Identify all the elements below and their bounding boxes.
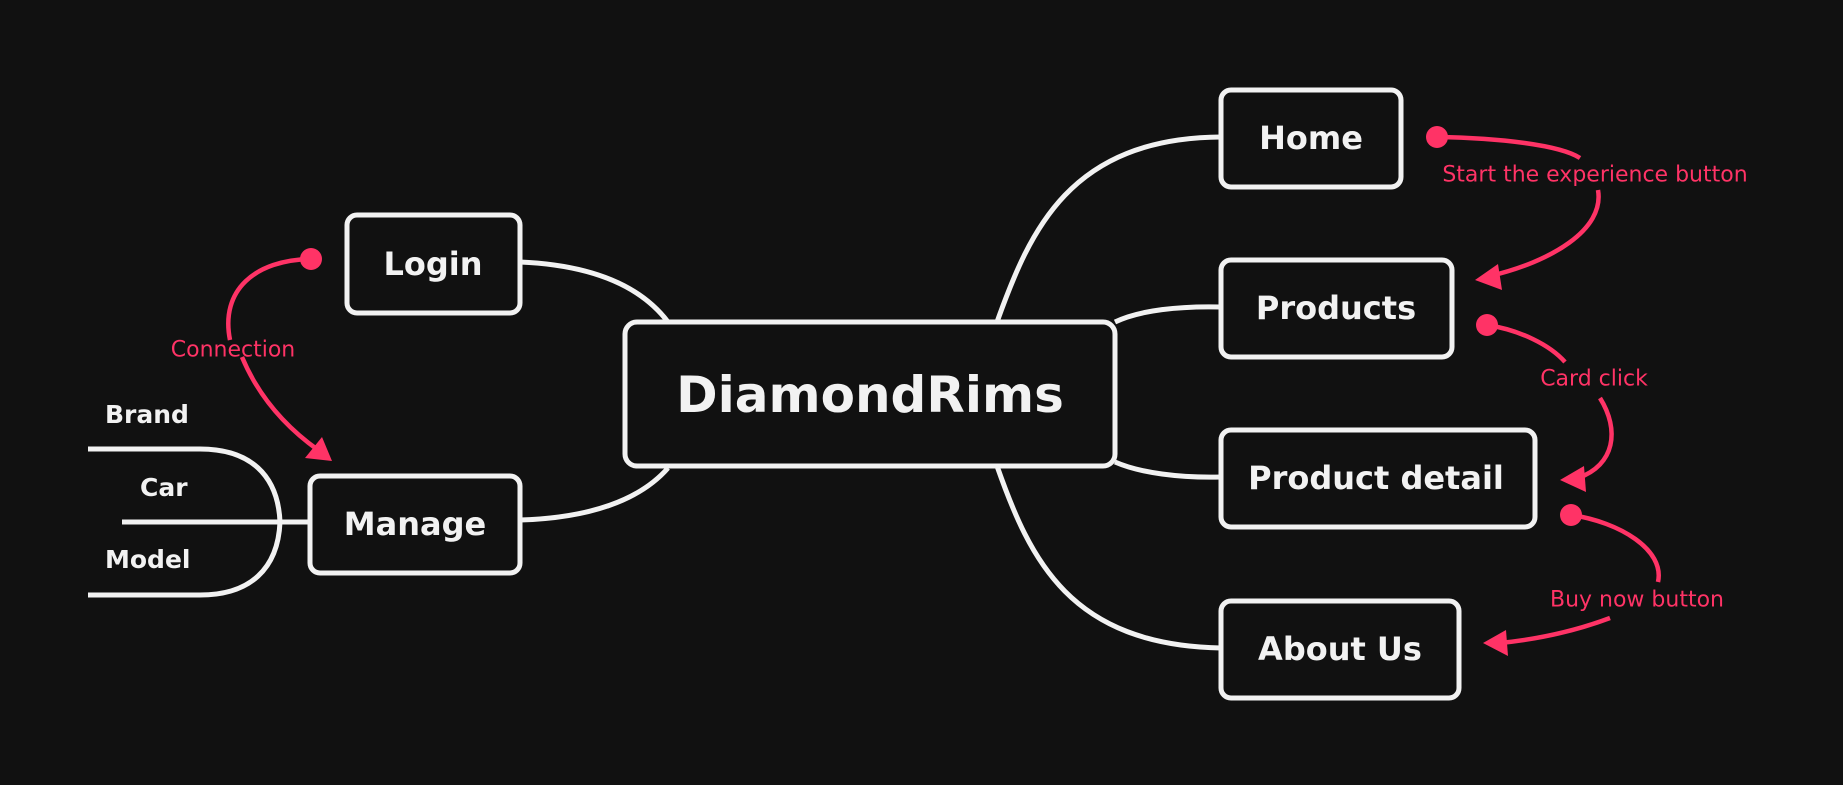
annotation-label-start-button: Start the experience button xyxy=(1442,163,1747,188)
node-home[interactable]: Home xyxy=(1218,87,1404,190)
annotation-arrow-buy-now xyxy=(1483,630,1508,656)
annotation-label-buy-now: Buy now button xyxy=(1550,588,1724,613)
node-center-box xyxy=(622,319,1118,469)
connector-group xyxy=(88,134,1222,651)
node-product-detail[interactable]: Product detail xyxy=(1218,427,1538,530)
node-center[interactable]: DiamondRims xyxy=(622,319,1118,469)
annotation-dot-card-click xyxy=(1476,314,1498,336)
annotation-line-buy-now xyxy=(1570,512,1661,583)
node-login-box xyxy=(344,212,523,316)
node-center-label: DiamondRims xyxy=(676,366,1064,424)
annotation-label-connection: Connection xyxy=(171,338,295,363)
node-login[interactable]: Login xyxy=(344,212,523,316)
annotation-dot-start-button xyxy=(1426,126,1448,148)
node-manage[interactable]: Manage xyxy=(307,473,523,576)
node-about-us-box xyxy=(1218,598,1462,701)
annotation-line-connection xyxy=(226,256,312,341)
leaf-brand-label: Brand xyxy=(105,400,189,429)
edge-center-login xyxy=(519,259,670,324)
edge-center-home xyxy=(994,134,1222,323)
annotation-group xyxy=(226,126,1661,656)
annotation-label-card-click: Card click xyxy=(1540,367,1648,392)
edge-manage-model xyxy=(88,521,283,598)
edge-center-about-us xyxy=(994,465,1222,651)
annotation-line-start-button xyxy=(1436,134,1582,160)
node-product-detail-label: Product detail xyxy=(1248,459,1504,497)
node-home-box xyxy=(1218,87,1404,190)
annotation-line-connection-lower xyxy=(239,356,320,452)
node-manage-box xyxy=(307,473,523,576)
annotation-arrow-start-button xyxy=(1475,264,1502,290)
node-products-label: Products xyxy=(1256,289,1416,327)
annotation-arrow-connection xyxy=(305,437,332,461)
node-manage-label: Manage xyxy=(344,505,486,543)
edge-center-manage xyxy=(519,466,670,523)
annotation-line-start-button-lower xyxy=(1489,189,1601,279)
annotation-line-card-click xyxy=(1486,322,1567,364)
node-product-detail-box xyxy=(1218,427,1538,530)
annotation-line-buy-now-lower xyxy=(1499,615,1611,646)
node-about-us[interactable]: About Us xyxy=(1218,598,1462,701)
node-products[interactable]: Products xyxy=(1218,257,1455,360)
leaf-car-label: Car xyxy=(140,473,188,502)
annotation-line-card-click-lower xyxy=(1577,396,1614,481)
node-about-us-label: About Us xyxy=(1258,630,1422,668)
node-home-label: Home xyxy=(1259,119,1363,157)
edge-center-products xyxy=(1113,304,1222,325)
annotation-arrow-card-click xyxy=(1560,466,1586,492)
annotation-dot-connection xyxy=(300,248,322,270)
node-login-label: Login xyxy=(383,245,482,283)
edge-center-product-detail xyxy=(1113,459,1222,480)
edge-manage-brand xyxy=(88,446,283,523)
annotation-dot-buy-now xyxy=(1560,504,1582,526)
leaf-model-label: Model xyxy=(105,545,190,574)
node-products-box xyxy=(1218,257,1455,360)
